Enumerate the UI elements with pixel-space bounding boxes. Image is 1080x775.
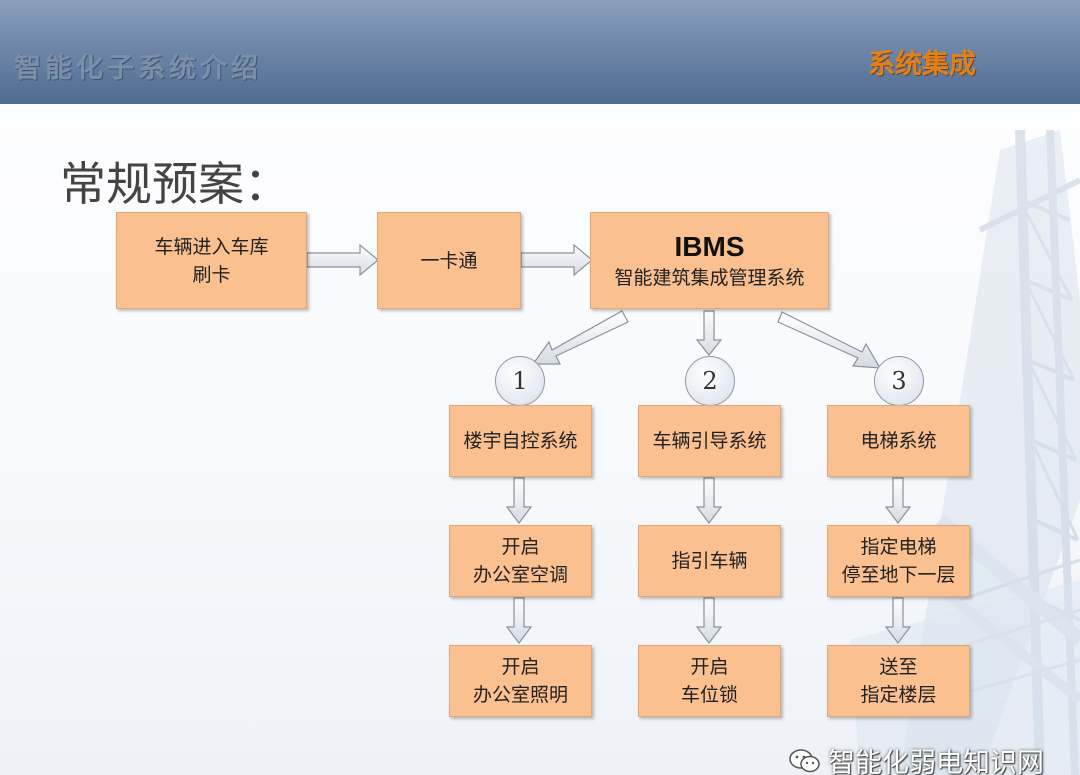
arrow-b2-system-to-step1 bbox=[695, 477, 723, 524]
ibms-box: IBMS 智能建筑集成管理系统 bbox=[590, 212, 829, 309]
arrow-b2-step1-to-step2 bbox=[695, 597, 723, 644]
header-section-title: 智能化子系统介绍 bbox=[14, 53, 262, 84]
arrow-ibms-to-branch1 bbox=[531, 310, 629, 365]
start-line-1: 车辆进入车库 bbox=[154, 235, 269, 258]
branch-3-number-circle: 3 bbox=[874, 356, 924, 406]
branch-1-step-1-box: 开启 办公室空调 bbox=[449, 525, 592, 597]
arrow-b1-system-to-step1 bbox=[505, 477, 533, 524]
branch-1-step-1-line-2: 办公室空调 bbox=[472, 564, 568, 586]
card-label: 一卡通 bbox=[420, 249, 478, 272]
card-box: 一卡通 bbox=[377, 212, 521, 309]
branch-3-system-box: 电梯系统 bbox=[827, 405, 970, 477]
branch-2-step-2-box: 开启 车位锁 bbox=[638, 645, 781, 717]
arrow-ibms-to-branch3 bbox=[777, 311, 882, 369]
watermark-text: 智能化弱电知识网 bbox=[828, 748, 1044, 775]
branch-3-step-1-box: 指定电梯 停至地下一层 bbox=[827, 525, 970, 597]
header-topic-title: 系统集成 bbox=[868, 49, 976, 80]
watermark: 智能化弱电知识网 bbox=[788, 741, 1044, 775]
ibms-subtitle: 智能建筑集成管理系统 bbox=[614, 266, 805, 289]
arrow-b1-step1-to-step2 bbox=[505, 597, 533, 644]
branch-2-number-circle: 2 bbox=[685, 356, 735, 406]
arrow-b3-step1-to-step2 bbox=[884, 597, 912, 644]
branch-3-step-2-line-2: 指定楼层 bbox=[860, 684, 937, 706]
branch-1-step-2-line-2: 办公室照明 bbox=[472, 684, 568, 706]
branch-1-step-2-line-1: 开启 bbox=[501, 656, 540, 678]
ibms-title: IBMS bbox=[674, 230, 745, 262]
branch-2-step-2-line-1: 开启 bbox=[690, 656, 729, 678]
branch-3-step-2-line-1: 送至 bbox=[879, 656, 918, 678]
branch-2-step-2-line-2: 车位锁 bbox=[680, 684, 738, 706]
branch-1-number-circle: 1 bbox=[495, 356, 545, 406]
branch-1-system-label: 楼宇自控系统 bbox=[463, 430, 578, 452]
branch-3-step-1-line-1: 指定电梯 bbox=[860, 536, 937, 558]
branch-1-step-1-line-1: 开启 bbox=[501, 536, 540, 558]
header-bar: 智能化子系统介绍 系统集成 bbox=[0, 0, 1080, 104]
start-line-2: 刷卡 bbox=[192, 263, 231, 286]
branch-3-step-2-box: 送至 指定楼层 bbox=[827, 645, 970, 717]
arrow-ibms-to-branch2 bbox=[695, 310, 723, 356]
branch-1-system-box: 楼宇自控系统 bbox=[449, 405, 592, 477]
wechat-icon bbox=[789, 748, 820, 772]
slide-title: 常规预案： bbox=[60, 157, 290, 211]
start-box: 车辆进入车库 刷卡 bbox=[116, 212, 307, 309]
branch-3-step-1-line-2: 停至地下一层 bbox=[841, 564, 956, 586]
branch-2-system-box: 车辆引导系统 bbox=[638, 405, 781, 477]
arrow-b3-system-to-step1 bbox=[884, 477, 912, 524]
branch-3-system-label: 电梯系统 bbox=[860, 430, 937, 452]
branch-2-step-1-line-1: 指引车辆 bbox=[671, 550, 748, 572]
branch-2-step-1-box: 指引车辆 bbox=[638, 525, 781, 597]
arrow-card-to-ibms bbox=[520, 243, 593, 277]
arrow-start-to-card bbox=[306, 243, 379, 277]
branch-1-step-2-box: 开启 办公室照明 bbox=[449, 645, 592, 717]
branch-2-system-label: 车辆引导系统 bbox=[652, 430, 767, 452]
